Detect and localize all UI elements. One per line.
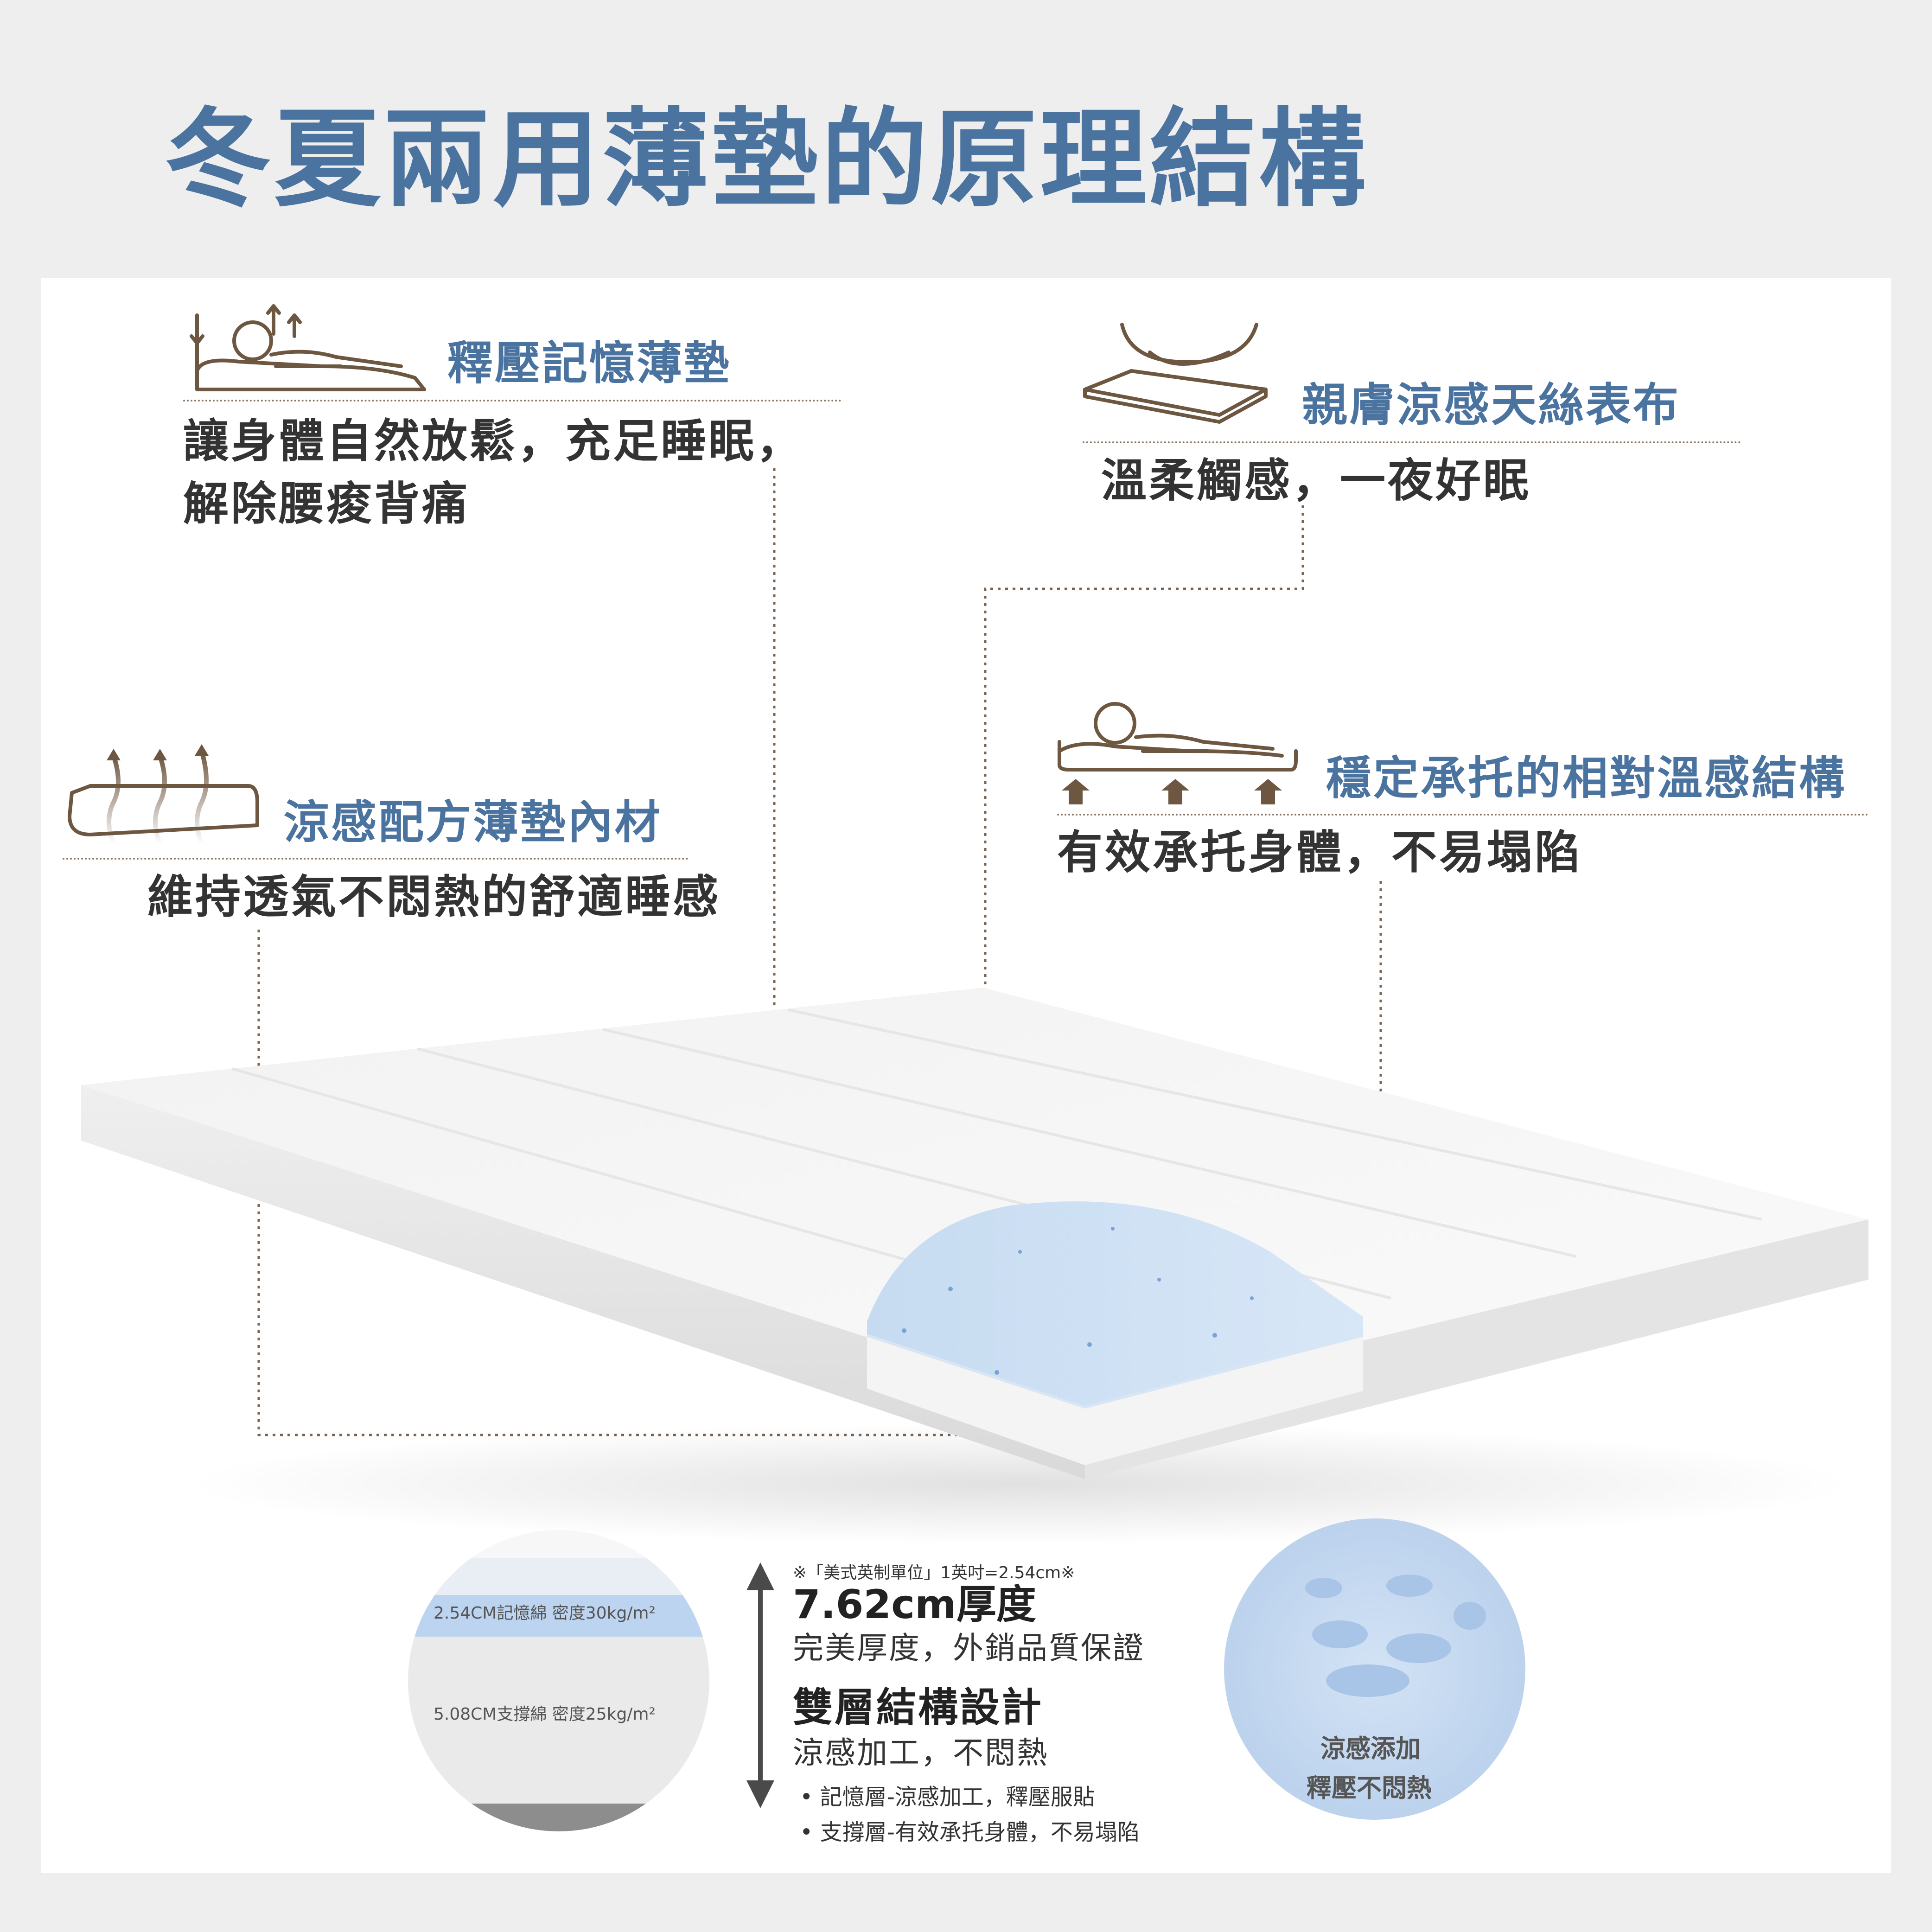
fabric-layer-icon [1083,323,1268,424]
feature-support-title: 穩定承托的相對溫感結構 [1326,752,1847,805]
layer-bottom-label: 5.08CM支撐綿 密度25kg/m² [434,1705,656,1724]
structure-title: 雙層結構設計 [793,1684,1043,1731]
divider [183,400,842,402]
unit-note: ※「美式英制單位」1英吋=2.54cm※ [793,1563,1075,1582]
feature-support-desc: 有效承托身體，不易塌陷 [1057,826,1583,879]
structure-desc: 涼感加工，不悶熱 [793,1735,1049,1771]
layer-cross-section [408,1530,709,1831]
page-title: 冬夏兩用薄墊的原理結構 [165,98,1369,222]
spec-bullet-2: • 支撐層-有效承托身體，不易塌陷 [800,1819,1140,1845]
feature-fabric-desc: 溫柔觸感，一夜好眠 [1101,454,1531,507]
spec-bullet-1: • 記憶層-涼感加工，釋壓服貼 [800,1784,1095,1810]
support-arrows-icon [1058,702,1298,804]
divider [1083,441,1741,443]
sleeping-person-icon [190,304,426,391]
cool-gel-circle [1224,1518,1525,1820]
divider [1057,814,1868,816]
layer-top-label: 2.54CM記憶綿 密度30kg/m² [434,1604,656,1623]
feature-fabric-title: 親膚涼感天絲表布 [1302,379,1681,432]
divider [63,858,689,860]
spec-bullet-1-text: 記憶層-涼感加工，釋壓服貼 [820,1784,1095,1810]
cool-circle-line-1: 涼感添加 [1320,1734,1421,1763]
cool-circle-line-2: 釋壓不悶熱 [1307,1773,1432,1803]
feature-memory-title: 釋壓記憶薄墊 [447,337,732,390]
feature-cool-title: 涼感配方薄墊內材 [284,796,663,849]
spec-bullet-2-text: 支撐層-有效承托身體，不易塌陷 [820,1819,1140,1845]
feature-memory-desc-1: 讓身體自然放鬆，充足睡眠， [183,415,804,468]
airflow-foam-icon [68,744,259,846]
feature-cool-desc: 維持透氣不悶熱的舒適睡感 [147,871,721,924]
thickness-desc: 完美厚度，外銷品質保證 [793,1630,1145,1666]
thickness-arrow-icon [746,1562,774,1808]
feature-memory-desc-2: 解除腰痠背痛 [183,478,470,530]
thickness-title: 7.62cm厚度 [793,1581,1036,1628]
